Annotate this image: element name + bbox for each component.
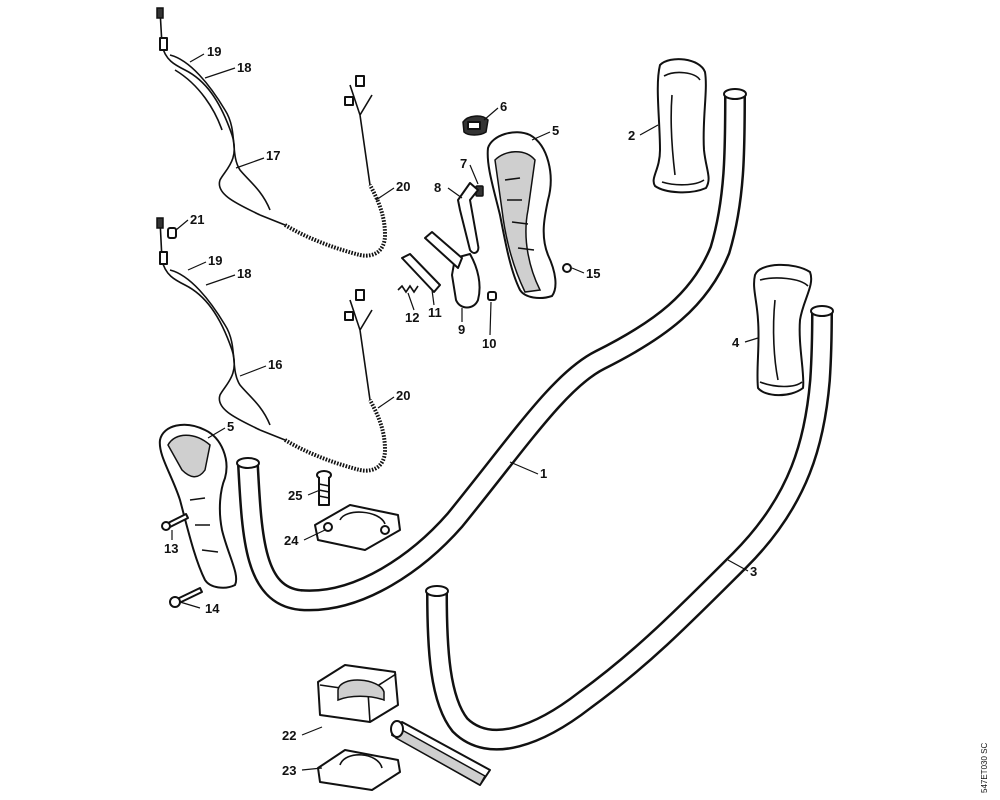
screw-13 bbox=[161, 513, 189, 531]
callout-5a: 5 bbox=[552, 123, 559, 138]
callout-numbers: 19 18 17 20 21 19 18 16 20 6 5 7 8 2 15 … bbox=[164, 44, 757, 778]
callout-8: 8 bbox=[434, 180, 441, 195]
callout-16: 16 bbox=[268, 357, 282, 372]
callout-21: 21 bbox=[190, 212, 204, 227]
callout-19b: 19 bbox=[208, 253, 222, 268]
callout-5b: 5 bbox=[227, 419, 234, 434]
callout-1: 1 bbox=[540, 466, 547, 481]
callout-4: 4 bbox=[732, 335, 740, 350]
control-handle-5-lower bbox=[158, 423, 238, 589]
callout-9: 9 bbox=[458, 322, 465, 337]
shaft-tube bbox=[390, 720, 491, 787]
callout-6: 6 bbox=[500, 99, 507, 114]
clamp-24 bbox=[314, 504, 401, 551]
lever-8 bbox=[457, 182, 480, 254]
lever-11 bbox=[401, 231, 463, 293]
callout-7: 7 bbox=[460, 156, 467, 171]
callout-25: 25 bbox=[288, 488, 302, 503]
control-handle-5-upper bbox=[486, 131, 557, 299]
leader-lines bbox=[171, 53, 759, 771]
handlebar-tube-1 bbox=[236, 88, 747, 612]
throttle-cable-16 bbox=[156, 217, 388, 473]
grip-2 bbox=[652, 58, 710, 194]
screw-21 bbox=[167, 227, 177, 239]
callout-2: 2 bbox=[628, 128, 635, 143]
callout-18b: 18 bbox=[237, 266, 251, 281]
throttle-cable-17 bbox=[156, 7, 388, 258]
callout-11: 11 bbox=[428, 305, 442, 320]
drawing-code: 547ET030 SC bbox=[980, 743, 989, 793]
clamp-23 bbox=[317, 749, 401, 791]
callout-12: 12 bbox=[405, 310, 419, 325]
callout-13: 13 bbox=[164, 541, 178, 556]
callout-15: 15 bbox=[586, 266, 600, 281]
screw-25 bbox=[316, 470, 332, 506]
part-10 bbox=[487, 291, 497, 301]
spring-12 bbox=[397, 284, 419, 294]
clamp-22 bbox=[317, 664, 399, 723]
handlebar-tube-3 bbox=[425, 305, 834, 751]
callout-17: 17 bbox=[266, 148, 280, 163]
callout-20b: 20 bbox=[396, 388, 410, 403]
callout-10: 10 bbox=[482, 336, 496, 351]
callout-24: 24 bbox=[284, 533, 299, 548]
nut-15 bbox=[562, 263, 572, 273]
screw-14 bbox=[169, 587, 203, 608]
callout-20a: 20 bbox=[396, 179, 410, 194]
callout-18a: 18 bbox=[237, 60, 251, 75]
callout-14: 14 bbox=[205, 601, 220, 616]
callout-23: 23 bbox=[282, 763, 296, 778]
callout-3: 3 bbox=[750, 564, 757, 579]
grip-4 bbox=[753, 263, 813, 397]
switch-6 bbox=[462, 115, 489, 136]
callout-22: 22 bbox=[282, 728, 296, 743]
callout-19a: 19 bbox=[207, 44, 221, 59]
